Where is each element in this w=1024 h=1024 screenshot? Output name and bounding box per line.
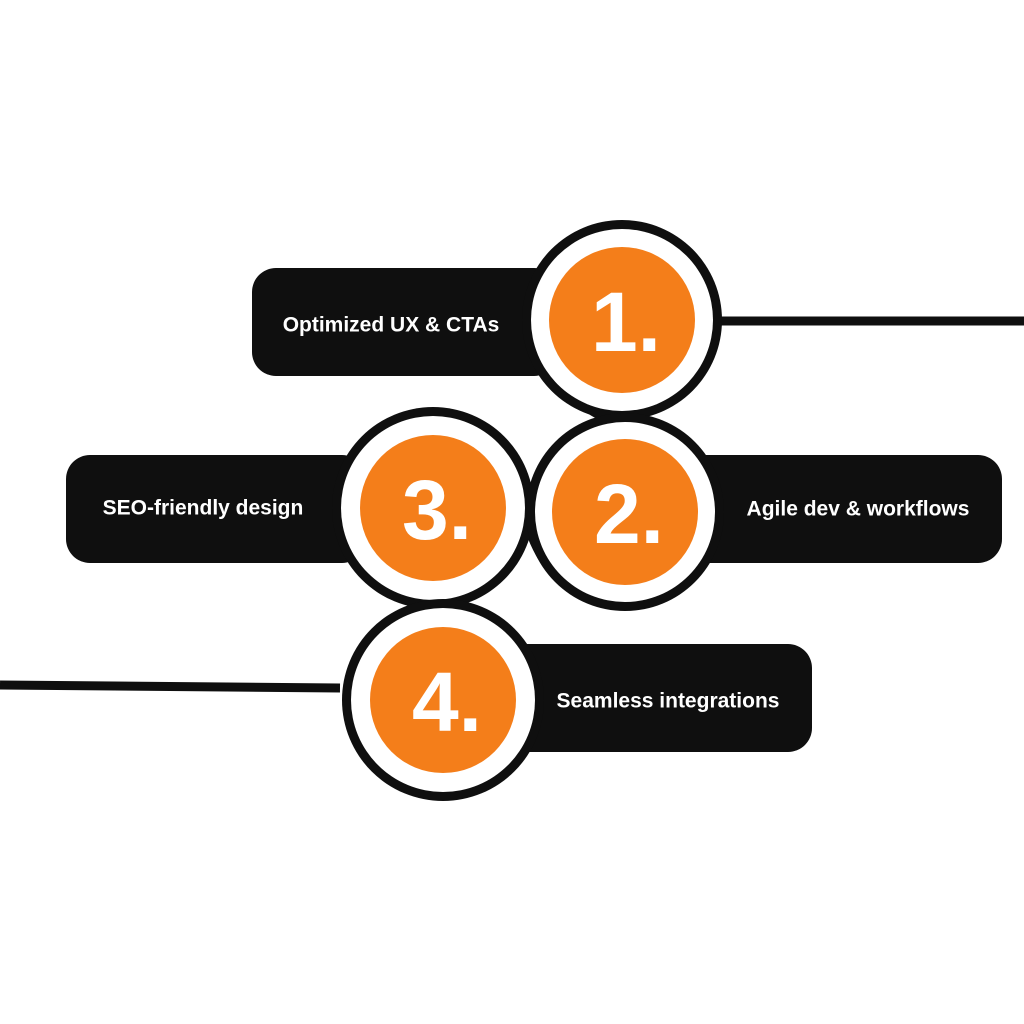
step-3: SEO-friendly design 3.: [66, 407, 534, 609]
step-1-badge: [549, 247, 695, 393]
step-2: Agile dev & workflows 2.: [526, 413, 1002, 611]
step-1: Optimized UX & CTAs 1.: [252, 220, 722, 420]
step-1-number: 1.: [591, 275, 661, 369]
step-4-label: Seamless integrations: [557, 690, 780, 713]
step-1-label-pill: [252, 268, 558, 376]
step-3-badge: [360, 435, 506, 581]
step-2-number: 2.: [594, 467, 664, 561]
step-3-label: SEO-friendly design: [103, 497, 304, 520]
step-3-number: 3.: [402, 463, 472, 557]
step-3-label-pill: [66, 455, 366, 563]
step-4-badge: [370, 627, 516, 773]
step-4: Seamless integrations 4.: [342, 599, 812, 801]
step-2-label: Agile dev & workflows: [747, 498, 970, 521]
connector-line-left: [0, 680, 341, 693]
step-2-badge: [552, 439, 698, 585]
step-4-number: 4.: [412, 655, 482, 749]
step-1-label: Optimized UX & CTAs: [283, 314, 500, 337]
